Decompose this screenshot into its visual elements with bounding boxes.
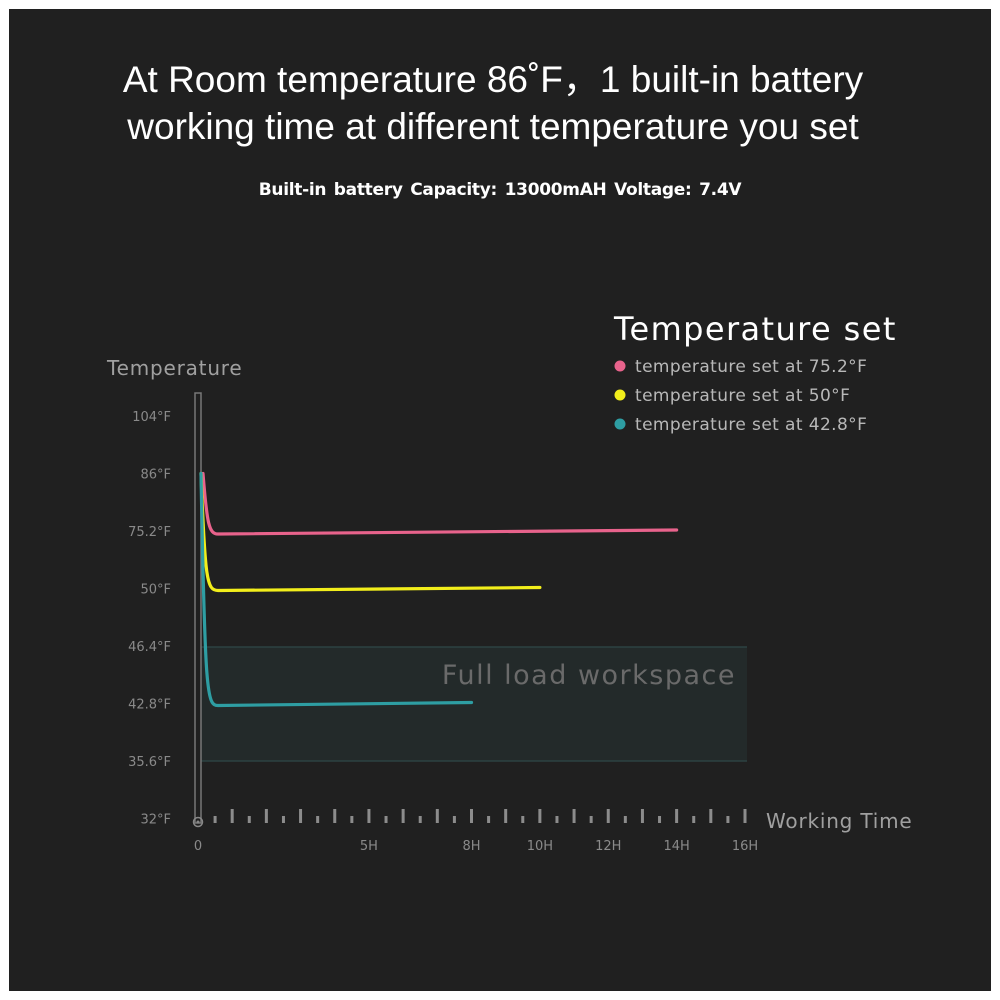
- headline-line-2: working time at different temperature yo…: [127, 106, 859, 147]
- x-tick-label: 5H: [360, 839, 378, 854]
- y-axis-bar: [194, 392, 202, 824]
- battery-spec-line: Built-in battery Capacity: 13000mAH Volt…: [258, 180, 742, 200]
- legend-marker: [614, 389, 626, 401]
- full-load-zone-label: Full load workspace: [442, 660, 736, 691]
- x-tick-label: 12H: [595, 839, 621, 854]
- headline-line-1: At Room temperature 86˚F，1 built-in batt…: [122, 59, 864, 100]
- y-tick-label: 104°F: [132, 410, 171, 425]
- x-tick-label: 0: [194, 839, 202, 854]
- legend-marker: [614, 418, 626, 430]
- headline: At Room temperature 86˚F，1 built-in batt…: [0, 56, 986, 150]
- y-tick-label: 75.2°F: [128, 525, 171, 540]
- y-tick-label: 46.4°F: [128, 640, 171, 655]
- series-line-42-8: [199, 471, 474, 708]
- y-tick-label: 32°F: [140, 813, 171, 828]
- x-tick-label: 8H: [462, 839, 480, 854]
- legend-label: temperature set at 50°F: [635, 386, 850, 406]
- y-tick-label: 42.8°F: [128, 698, 171, 713]
- y-tick-label: 35.6°F: [128, 755, 171, 770]
- axis-origin-dot: [196, 820, 200, 824]
- axis-origin-marker: [192, 816, 204, 828]
- chart-panel: [9, 9, 991, 991]
- x-tick-label: 10H: [527, 839, 553, 854]
- series-line-75-2: [201, 471, 679, 536]
- x-tick-label: 14H: [663, 839, 689, 854]
- x-tick-label: 16H: [732, 839, 758, 854]
- y-tick-label: 86°F: [140, 468, 171, 483]
- y-tick-label: 50°F: [140, 583, 171, 598]
- legend-marker: [614, 360, 626, 372]
- legend-title: Temperature set: [613, 310, 897, 348]
- legend-label: temperature set at 75.2°F: [635, 357, 867, 377]
- legend-label: temperature set at 42.8°F: [635, 415, 867, 435]
- x-axis-title: Working Time: [766, 809, 912, 833]
- y-axis-title: Temperature: [106, 356, 243, 380]
